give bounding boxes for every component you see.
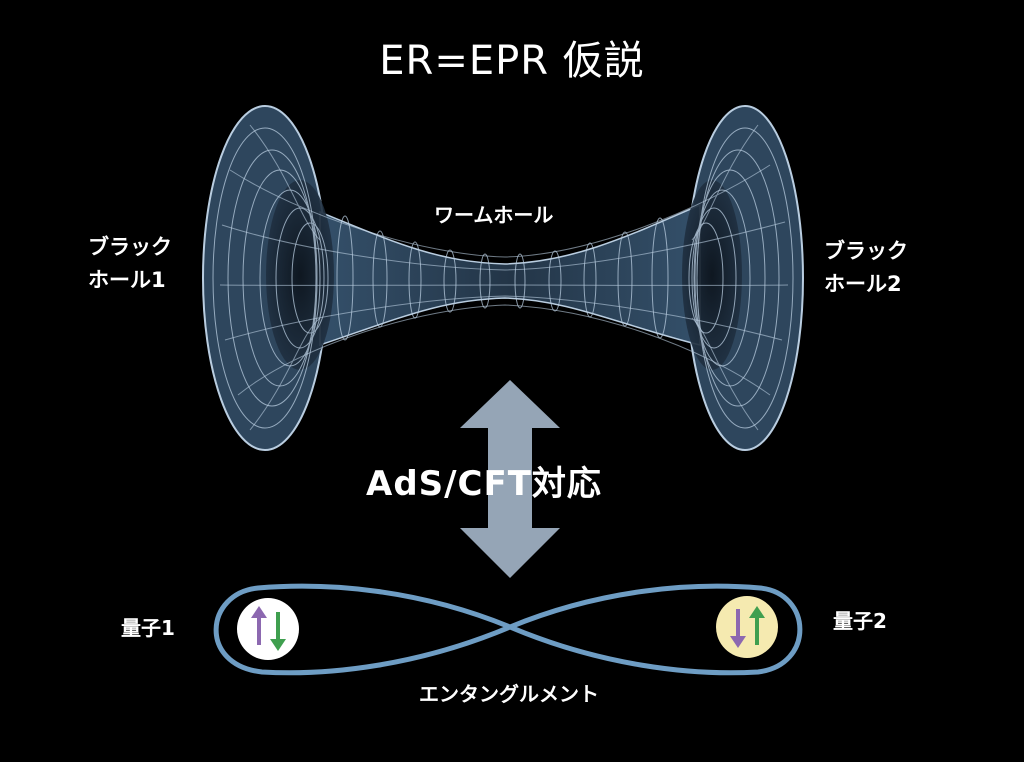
up-arrow-purple-icon: [251, 606, 267, 645]
down-arrow-green-icon: [270, 612, 286, 651]
up-arrow-green-icon: [749, 606, 765, 645]
qubit-2: [716, 596, 778, 658]
diagram-title: ER=EPR 仮説: [379, 38, 645, 84]
black-hole-2-label: ブラック ホール2: [824, 235, 908, 301]
quantum-1-label: 量子1: [121, 616, 175, 640]
wormhole-surface: [202, 105, 804, 451]
down-arrow-purple-icon: [730, 609, 746, 648]
entanglement-label: エンタングルメント: [419, 682, 599, 706]
ads-cft-label: AdS/CFT対応: [366, 464, 602, 504]
quantum-2-label: 量子2: [833, 609, 887, 633]
black-hole-1-label-line-2: ホール1: [88, 268, 166, 292]
wormhole-label: ワームホール: [434, 203, 554, 227]
black-hole-2-label-line-1: ブラック: [824, 239, 908, 263]
black-hole-1-label: ブラック ホール1: [88, 231, 172, 297]
black-hole-1-label-line-1: ブラック: [88, 235, 172, 259]
black-hole-2-label-line-2: ホール2: [824, 272, 902, 296]
entanglement-loop: [213, 583, 803, 676]
qubit-1: [237, 598, 299, 660]
correspondence-double-arrow: [460, 380, 560, 578]
